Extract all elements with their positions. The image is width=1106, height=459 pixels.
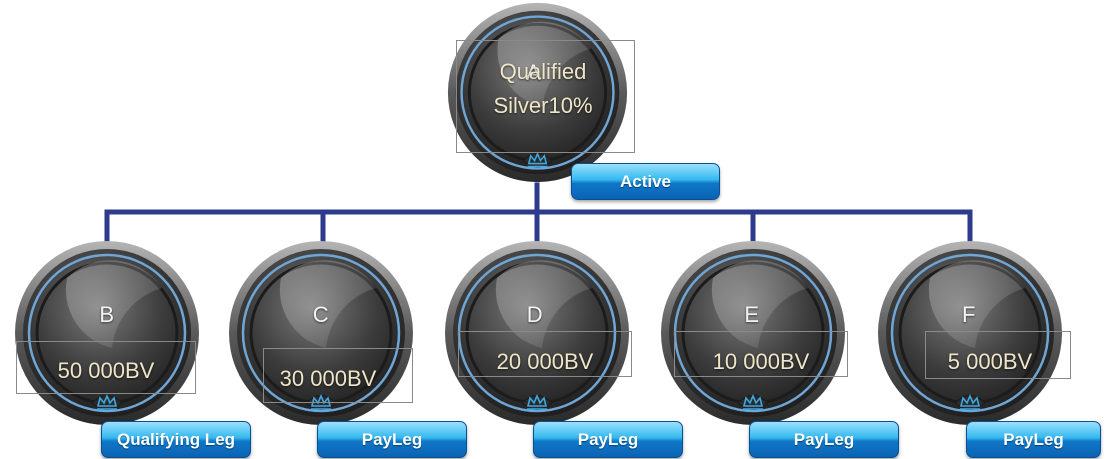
value-box (263, 348, 413, 403)
node-status-line-2: Silver10% (493, 93, 593, 118)
node-e[interactable]: E 10 000BV (658, 238, 848, 428)
node-bv-value: 5 000BV (947, 349, 1033, 374)
node-letter: F (962, 302, 976, 327)
badge-payleg[interactable]: PayLeg (966, 421, 1101, 458)
badge-payleg[interactable]: PayLeg (749, 421, 899, 458)
node-bv-value: 20 000BV (496, 349, 594, 374)
badge-payleg[interactable]: PayLeg (533, 421, 683, 458)
node-letter: B (99, 302, 115, 327)
node-bv-value: 50 000BV (57, 358, 155, 383)
node-a[interactable]: A Qualified Silver10% (445, 0, 635, 185)
node-letter: C (312, 302, 330, 327)
node-disc (13, 239, 201, 427)
node-letter: A (526, 60, 541, 85)
value-box (458, 331, 632, 377)
value-box (674, 331, 848, 377)
node-letter: E (744, 302, 760, 327)
node-letter: D (526, 302, 544, 327)
node-status-line-1: Qualified (499, 59, 587, 84)
value-box (925, 331, 1071, 379)
node-bv-value: 30 000BV (279, 366, 377, 391)
node-bv-value: 10 000BV (712, 349, 810, 374)
badge-payleg[interactable]: PayLeg (317, 421, 467, 458)
node-d[interactable]: D 20 000BV (442, 238, 632, 428)
node-b[interactable]: B 50 000BV (12, 238, 202, 428)
node-c[interactable]: C 30 000BV (226, 238, 416, 428)
status-badge-active[interactable]: Active (571, 163, 720, 200)
badge-qualifying-leg[interactable]: Qualifying Leg (101, 421, 251, 458)
value-box (16, 341, 196, 394)
node-f[interactable]: F 5 000BV (875, 238, 1071, 428)
value-box (456, 40, 635, 153)
